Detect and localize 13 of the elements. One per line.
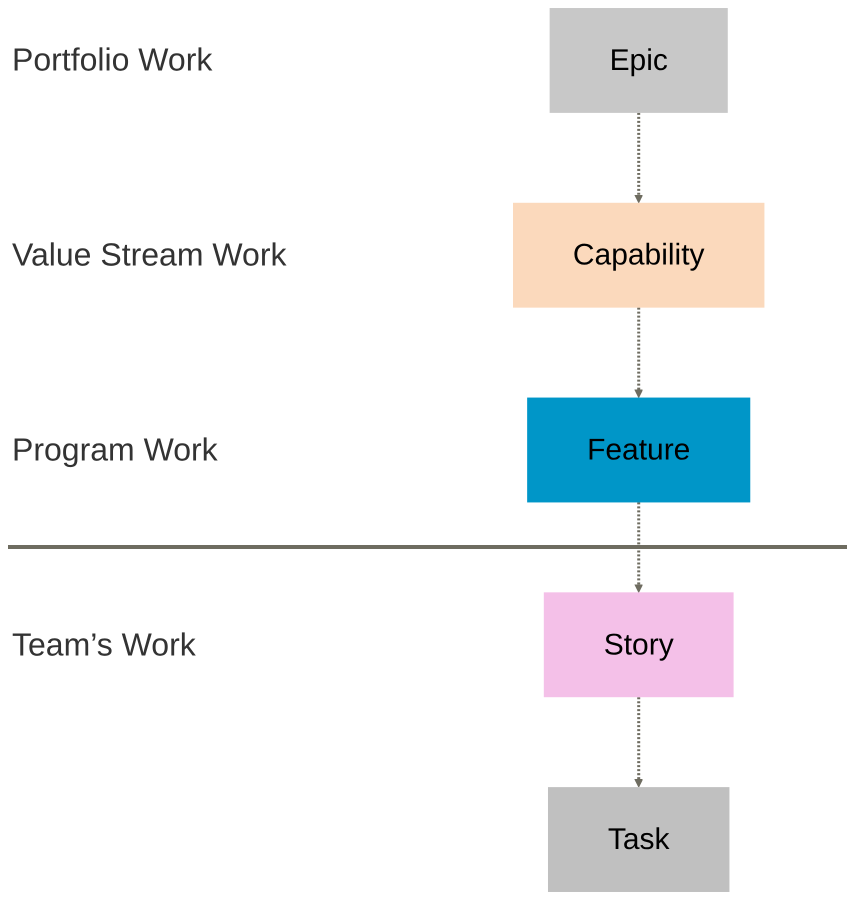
arrow [634, 112, 643, 204]
arrow [634, 697, 643, 788]
level-label: Value Stream Work [12, 236, 286, 274]
arrow [634, 308, 643, 398]
level-label: Team’s Work [12, 626, 196, 664]
node-box: Feature [526, 398, 750, 502]
node-box: Epic [549, 8, 728, 113]
level-label: Portfolio Work [12, 42, 212, 79]
node-box: Capability [512, 202, 764, 308]
node-box: Story [544, 592, 734, 698]
arrow [634, 502, 643, 593]
node-box: Task [548, 787, 730, 892]
level-label: Program Work [12, 432, 218, 468]
